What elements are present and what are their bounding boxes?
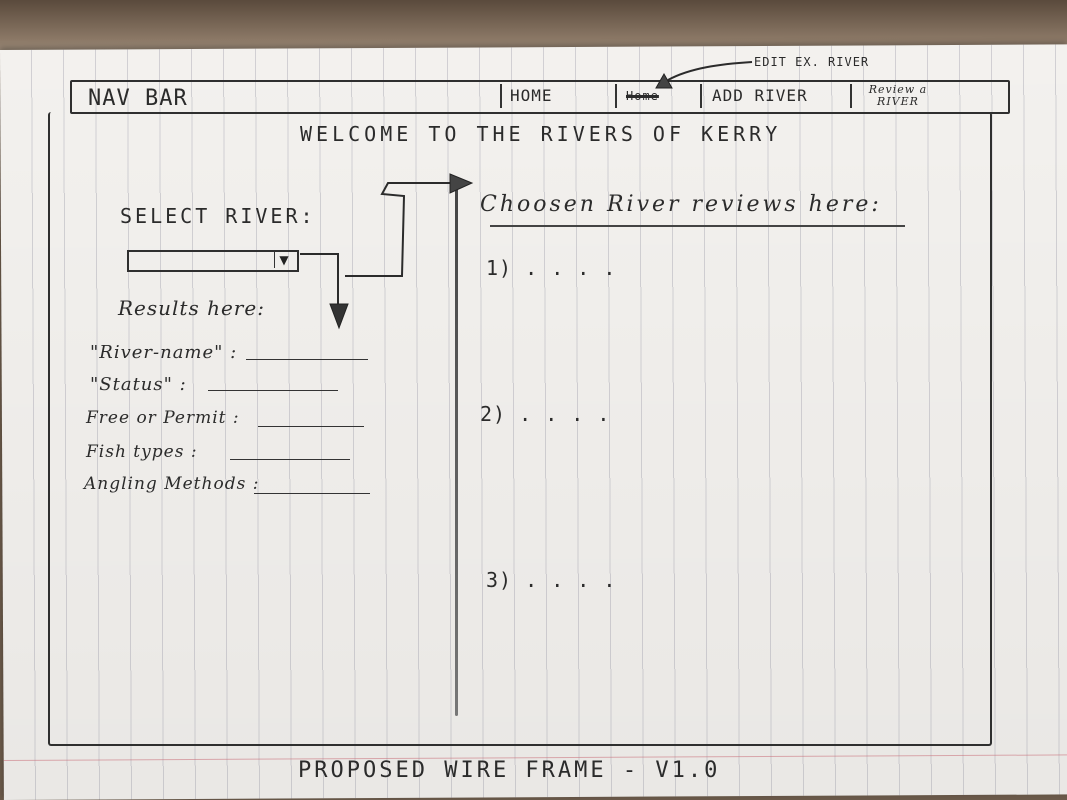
nav-separator [500, 84, 502, 108]
page-frame [48, 112, 992, 746]
nav-add-river-link[interactable]: ADD RIVER [712, 86, 808, 105]
nav-bar [70, 80, 1010, 114]
nav-separator [615, 84, 617, 108]
field-river-name-value [246, 359, 368, 360]
reviews-heading: Choosen River reviews here: [480, 192, 882, 217]
field-status-value [208, 390, 338, 391]
field-status-label: "Status" : [90, 374, 187, 395]
reviews-heading-underline [490, 225, 905, 227]
results-heading: Results here: [118, 296, 265, 320]
field-free-or-permit-label: Free or Permit : [86, 408, 240, 428]
river-select-dropdown[interactable] [127, 250, 299, 272]
nav-separator [850, 84, 852, 108]
review-item: 2) . . . . [480, 402, 611, 426]
review-item: 3) . . . . [486, 568, 617, 592]
select-river-label: SELECT RIVER: [120, 204, 316, 228]
field-angling-methods-label: Angling Methods : [84, 474, 260, 494]
column-divider [455, 186, 458, 716]
footer-caption: PROPOSED WIRE FRAME - V1.0 [298, 758, 721, 783]
field-angling-methods-value [254, 493, 370, 494]
field-free-or-permit-value [258, 426, 364, 427]
edit-river-annotation: EDIT EX. RIVER [754, 55, 870, 69]
nav-home-link[interactable]: HOME [510, 86, 553, 105]
welcome-title: WELCOME TO THE RIVERS OF KERRY [300, 122, 782, 146]
nav-separator [700, 84, 702, 108]
nav-crossed-out-item: Home [626, 89, 659, 103]
chevron-down-icon[interactable]: ▼ [274, 252, 293, 268]
nav-review-river-link[interactable]: Review a RIVER [868, 83, 928, 108]
review-item: 1) . . . . [486, 256, 617, 280]
field-river-name-label: "River-name" : [90, 342, 238, 363]
field-fish-types-label: Fish types : [86, 442, 198, 462]
nav-bar-label: NAV BAR [88, 86, 188, 111]
field-fish-types-value [230, 459, 350, 460]
